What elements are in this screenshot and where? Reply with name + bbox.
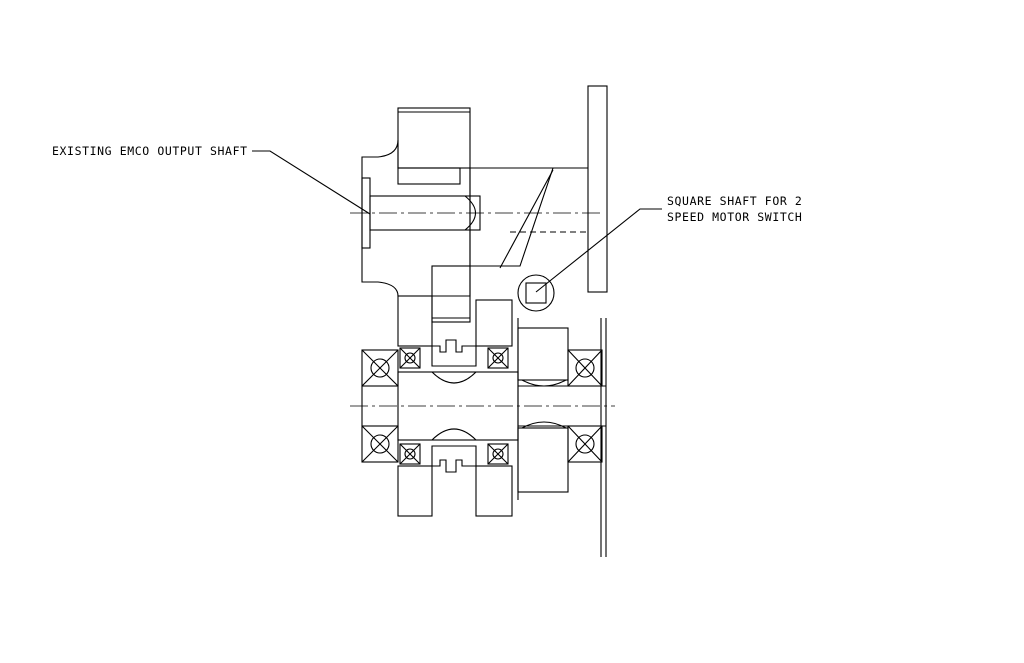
left-bearing (361, 349, 399, 463)
lower-shaft-assembly (361, 295, 606, 517)
square-shaft-label-line2: SPEED MOTOR SWITCH (667, 210, 802, 224)
output-shaft-leader (252, 150, 371, 215)
square-shaft-label-line1: SQUARE SHAFT FOR 2 (667, 194, 802, 208)
output-shaft-label: EXISTING EMCO OUTPUT SHAFT (52, 144, 248, 158)
square-shaft (517, 274, 555, 312)
mounting-plate (587, 85, 608, 557)
right-bearing (567, 349, 603, 463)
square-shaft-leader (535, 208, 662, 293)
